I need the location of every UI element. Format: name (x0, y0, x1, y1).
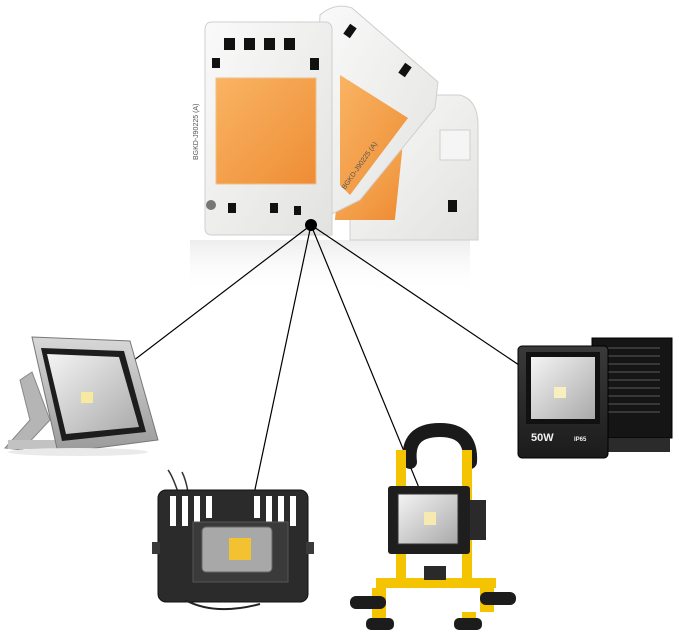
slotted-floodlight-led (229, 538, 251, 560)
black-floodlight: 50W IP65 (517, 337, 673, 459)
cob-module-middle: BGKD-J90225 (A) (317, 5, 439, 221)
connector-hub-dot (305, 219, 317, 231)
gray-floodlight-led (81, 392, 93, 403)
ip-rating-label: IP65 (574, 437, 587, 443)
gray-floodlight (3, 336, 159, 456)
yellow-work-light (350, 422, 516, 630)
chip-label-vertical: BGKD-J90225 (A) (193, 104, 200, 160)
work-light-led (424, 512, 436, 525)
black-slotted-floodlight (152, 469, 314, 611)
wattage-label: 50W (531, 432, 554, 444)
black-floodlight-led (554, 387, 566, 398)
cob-module-front: BGKD-J90225 (A) (193, 21, 333, 236)
cob-led-modules: BGKD-J90225 (A) BGKD-J90225 (A) (190, 5, 479, 295)
module-reflection (190, 240, 470, 295)
cob-led-chip (215, 77, 317, 185)
